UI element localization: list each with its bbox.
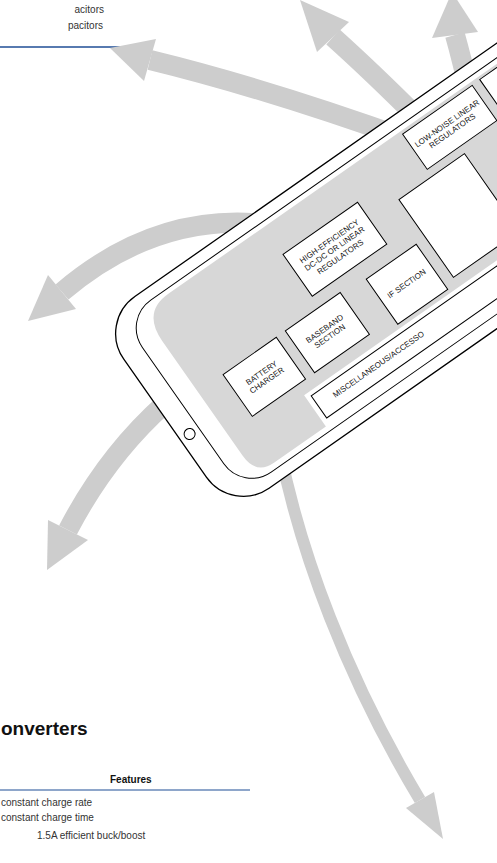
pointer-arrowhead [406, 792, 443, 839]
board-shading [142, 0, 497, 475]
table-cell: constant charge rate [1, 797, 92, 808]
block-label: IF SECTION [382, 265, 432, 303]
phone-housing [98, 0, 497, 514]
pointer-arrowhead [28, 275, 76, 321]
pointer-arrowhead [47, 520, 88, 570]
block-label: BATTERY CHARGER [235, 353, 293, 401]
cropped-text: pacitors [68, 20, 103, 31]
pointer-arrow-shaft [150, 60, 410, 140]
rule-line [0, 789, 250, 790]
table-cell: constant charge time [1, 812, 94, 823]
cropped-text: acitors [75, 4, 104, 15]
rule-line [0, 46, 125, 48]
table-cell: 1.5A efficient buck/boost [37, 830, 145, 841]
pointer-arrowhead [110, 39, 156, 81]
pointer-arrowhead [432, 0, 478, 38]
mounting-hole [182, 426, 197, 441]
section-heading: onverters [1, 718, 88, 740]
pointer-arrowhead [300, 0, 349, 52]
column-heading: Features [110, 774, 152, 785]
phone-board-edge [123, 0, 497, 492]
